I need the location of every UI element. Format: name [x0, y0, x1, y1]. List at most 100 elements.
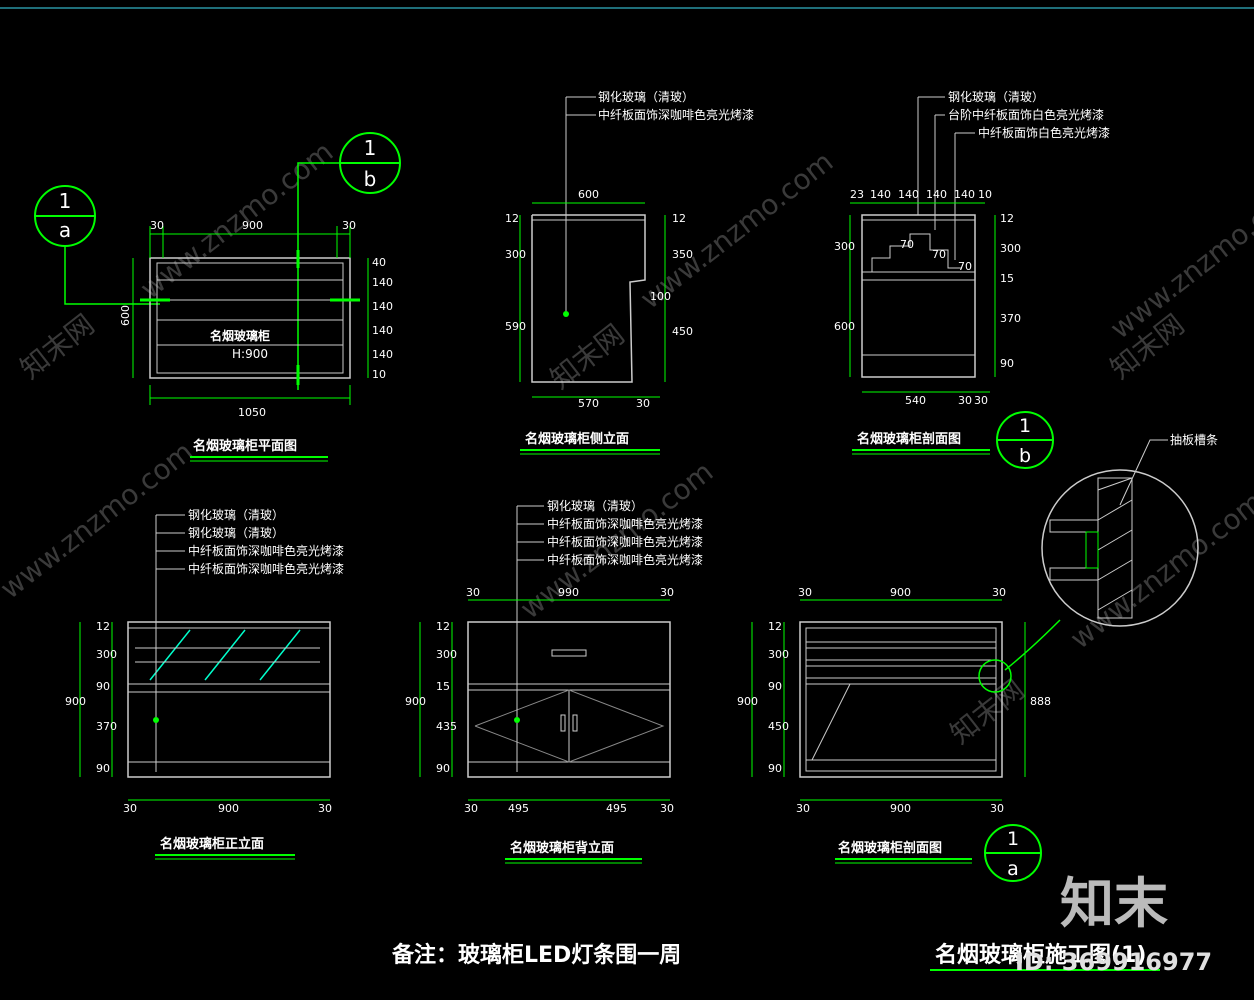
back-dim-right-3: 15 — [436, 680, 450, 693]
sheet-title: 名烟玻璃柜施工图(1) — [935, 942, 1146, 968]
back-dim-bottom-3: 495 — [606, 802, 627, 815]
plan-dim-left: 600 — [119, 305, 132, 326]
section-a: 30 900 30 900 12 300 90 450 90 888 30 90… — [737, 586, 1051, 864]
plan-dim-top-1: 30 — [150, 219, 164, 232]
marker-letter: b — [364, 167, 377, 191]
plan-dim-right-3: 140 — [372, 300, 393, 313]
side-dim-left-2: 300 — [505, 248, 526, 261]
back-note-2: 中纤板面饰深咖啡色亮光烤漆 — [547, 516, 703, 531]
sectionb-dim-top-6: 10 — [978, 188, 992, 201]
plan-dim-bottom: 1050 — [238, 406, 266, 419]
marker-number: 1 — [1007, 828, 1019, 850]
back-title: 名烟玻璃柜背立面 — [510, 840, 614, 856]
sectionb-dim-bottom-2: 30 — [958, 394, 972, 407]
sectionb-dim-left-2: 600 — [834, 320, 855, 333]
front-dim-bottom-3: 30 — [318, 802, 332, 815]
front-note-3: 中纤板面饰深咖啡色亮光烤漆 — [188, 543, 344, 558]
sectionb-dim-right-5: 90 — [1000, 357, 1014, 370]
side-dim-right-3: 100 — [650, 290, 671, 303]
back-dim-bottom-2: 495 — [508, 802, 529, 815]
front-dim-bottom-1: 30 — [123, 802, 137, 815]
back-elevation: 钢化玻璃（清玻） 中纤板面饰深咖啡色亮光烤漆 中纤板面饰深咖啡色亮光烤漆 中纤板… — [405, 499, 703, 864]
side-dim-right-1: 12 — [672, 212, 686, 225]
front-note-2: 钢化玻璃（清玻） — [188, 526, 284, 540]
marker-number: 1 — [1019, 415, 1031, 437]
marker-number: 1 — [59, 189, 72, 213]
sectionb-dim-bottom-3: 30 — [974, 394, 988, 407]
back-dim-top-1: 30 — [466, 586, 480, 599]
plan-dim-right-1: 40 — [372, 256, 386, 269]
sectionb-dim-right-2: 300 — [1000, 242, 1021, 255]
sectionb-dim-right-3: 15 — [1000, 272, 1014, 285]
side-dim-right-2: 350 — [672, 248, 693, 261]
side-dim-top: 600 — [578, 188, 599, 201]
sectiona-dim-top-2: 900 — [890, 586, 911, 599]
sectionb-dim-left-1: 300 — [834, 240, 855, 253]
sectionb-dim-right-1: 12 — [1000, 212, 1014, 225]
side-dim-bottom-2: 30 — [636, 397, 650, 410]
sectiona-dim-right-4: 450 — [768, 720, 789, 733]
plan-view: 名烟玻璃柜 H:900 30 900 30 1050 600 40 140 14… — [119, 219, 393, 462]
front-dim-right-3: 90 — [96, 680, 110, 693]
section-b: 钢化玻璃（清玻） 台阶中纤板面饰白色亮光烤漆 中纤板面饰白色亮光烤漆 23 14… — [834, 90, 1110, 455]
front-note-4: 中纤板面饰深咖啡色亮光烤漆 — [188, 561, 344, 576]
watermark-cn-2: 知末网 — [544, 318, 631, 396]
sectionb-inner-3: 70 — [958, 260, 972, 273]
front-note-1: 钢化玻璃（清玻） — [188, 508, 284, 522]
plan-dim-right-6: 10 — [372, 368, 386, 381]
plan-height: H:900 — [232, 347, 268, 361]
sectiona-dim-top-1: 30 — [798, 586, 812, 599]
back-note-4: 中纤板面饰深咖啡色亮光烤漆 — [547, 552, 703, 567]
plan-dim-right-2: 140 — [372, 276, 393, 289]
sectionb-title: 名烟玻璃柜剖面图 — [857, 431, 961, 447]
sectiona-dim-left: 900 — [737, 695, 758, 708]
back-dim-bottom-1: 30 — [464, 802, 478, 815]
sectiona-dim-right-5: 90 — [768, 762, 782, 775]
remark-text: 备注：玻璃柜LED灯条围一周 — [391, 942, 681, 968]
side-dim-bottom-1: 570 — [578, 397, 599, 410]
side-title: 名烟玻璃柜侧立面 — [525, 431, 629, 447]
sectiona-dim-right-1: 12 — [768, 620, 782, 633]
top-border-line — [0, 0, 1254, 9]
section-marker-1a: 1 a — [34, 185, 160, 305]
sectiona-dim-right-2: 300 — [768, 648, 789, 661]
front-elevation: 钢化玻璃（清玻） 钢化玻璃（清玻） 中纤板面饰深咖啡色亮光烤漆 中纤板面饰深咖啡… — [65, 508, 344, 860]
side-elevation: 钢化玻璃（清玻） 中纤板面饰深咖啡色亮光烤漆 600 12 300 590 12… — [505, 90, 754, 455]
front-dim-right-1: 12 — [96, 620, 110, 633]
front-title: 名烟玻璃柜正立面 — [160, 836, 264, 852]
front-dim-right-2: 300 — [96, 648, 117, 661]
back-note-3: 中纤板面饰深咖啡色亮光烤漆 — [547, 534, 703, 549]
sectionb-dim-right-4: 370 — [1000, 312, 1021, 325]
detail-label: 抽板槽条 — [1170, 433, 1218, 447]
plan-dim-right-4: 140 — [372, 324, 393, 337]
sectionb-note-3: 中纤板面饰白色亮光烤漆 — [978, 125, 1110, 140]
watermark-text-6: www.znzmo.com — [1064, 485, 1254, 656]
side-note-2: 中纤板面饰深咖啡色亮光烤漆 — [598, 107, 754, 122]
sectiona-dim-far-right: 888 — [1030, 695, 1051, 708]
plan-dim-top-2: 900 — [242, 219, 263, 232]
watermark-cn-1: 知末网 — [14, 308, 101, 386]
footer: 备注：玻璃柜LED灯条围一周 名烟玻璃柜施工图(1) 知末 ID: 369916… — [391, 872, 1212, 976]
side-note-1: 钢化玻璃（清玻） — [598, 90, 694, 104]
side-dim-left-3: 590 — [505, 320, 526, 333]
sectiona-dim-top-3: 30 — [992, 586, 1006, 599]
front-dim-left: 900 — [65, 695, 86, 708]
sectionb-inner-2: 70 — [932, 248, 946, 261]
sectionb-dim-top-5: 140 — [954, 188, 975, 201]
section-marker-1a-title: 1 a — [984, 824, 1042, 882]
back-dim-right-5: 90 — [436, 762, 450, 775]
side-dim-left-1: 12 — [505, 212, 519, 225]
plan-dim-top-3: 30 — [342, 219, 356, 232]
front-dim-right-4: 370 — [96, 720, 117, 733]
back-dim-top-2: 990 — [558, 586, 579, 599]
plan-label: 名烟玻璃柜 — [210, 328, 270, 343]
back-dim-top-3: 30 — [660, 586, 674, 599]
front-dim-right-5: 90 — [96, 762, 110, 775]
back-dim-right-1: 12 — [436, 620, 450, 633]
marker-letter: a — [59, 218, 71, 242]
sectiona-dim-right-3: 90 — [768, 680, 782, 693]
front-dim-bottom-2: 900 — [218, 802, 239, 815]
back-note-1: 钢化玻璃（清玻） — [547, 499, 643, 513]
detail-callout: 抽板槽条 — [1004, 433, 1218, 671]
